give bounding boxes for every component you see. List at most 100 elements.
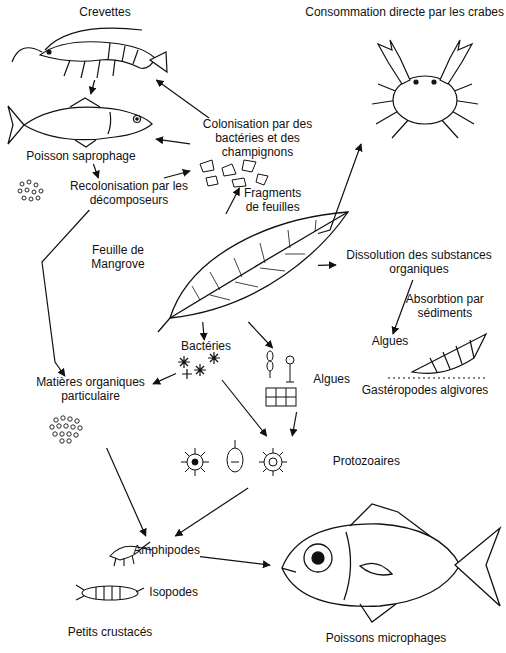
bacteria-symbols <box>208 352 220 364</box>
leaf-fragments <box>222 164 236 176</box>
protozoa-symbols <box>187 454 203 470</box>
particulate-matter <box>50 416 82 443</box>
flow-arrow <box>318 264 336 266</box>
isopod-drawing <box>82 586 138 600</box>
decomposer-dots <box>36 196 40 200</box>
organism-node: Recolonisation par les décomposeurs <box>14 178 194 210</box>
shrimp-drawing <box>150 52 167 72</box>
shrimp-drawing <box>12 28 167 78</box>
leaf-fragments <box>232 178 246 187</box>
organism-node: Algues <box>255 348 350 412</box>
protozoa-symbols <box>192 459 198 465</box>
node-label: Dissolution des substances organiques <box>344 249 494 277</box>
node-label: Bactéries <box>181 340 231 354</box>
algae-symbols <box>286 356 294 364</box>
organism-node: Matières organiques particulaire <box>28 376 153 448</box>
flow-arrow <box>42 210 89 376</box>
shrimp-drawing <box>47 50 51 54</box>
shrimp-drawing <box>108 43 138 64</box>
protozoa-symbols <box>259 448 287 476</box>
crab-drawing <box>372 40 478 138</box>
flow-arrow <box>200 557 270 565</box>
fish-drawing <box>8 106 24 144</box>
node-label: Algues <box>372 335 409 349</box>
microphage-fish <box>282 504 500 622</box>
decomposer-dots <box>29 197 33 201</box>
algae-symbols <box>266 388 296 406</box>
particulate-matter <box>75 419 79 423</box>
node-label: Isopodes <box>149 586 198 600</box>
isopod-drawing <box>76 585 144 600</box>
bacteria-symbols <box>194 364 206 376</box>
node-label: Amphipodes <box>133 544 200 558</box>
protozoa-symbols <box>264 453 282 471</box>
organism-node: Feuille de Mangrove <box>78 214 318 322</box>
gastropod-drawing <box>388 377 486 378</box>
mangrove-leaf <box>158 212 348 332</box>
flow-arrow <box>203 322 205 340</box>
node-label: Recolonisation par les décomposeurs <box>64 180 194 208</box>
decomposer-dots <box>22 196 26 200</box>
node-label: Feuille de Mangrove <box>78 244 158 272</box>
microphage-fish <box>282 524 460 606</box>
mangrove-leaf <box>192 220 316 300</box>
particulate-matter <box>61 416 65 420</box>
flow-arrow <box>91 80 95 94</box>
organism-node: Protozoaires <box>175 436 400 488</box>
decomposer-dots <box>25 188 29 192</box>
algae-symbols <box>270 371 271 378</box>
particulate-matter <box>68 417 72 421</box>
gastropod-drawing <box>430 340 474 372</box>
flow-arrow <box>226 188 240 214</box>
microphage-fish <box>455 528 500 606</box>
microphage-fish <box>360 604 396 622</box>
flow-arrow <box>153 374 176 384</box>
organism-node: Algues <box>368 334 412 350</box>
crab-drawing <box>440 40 472 84</box>
protozoa-symbols <box>231 440 239 462</box>
decomposer-dots <box>27 180 31 184</box>
protozoa-symbols <box>181 440 287 476</box>
fish-drawing <box>134 116 141 123</box>
microphage-fish <box>304 544 332 572</box>
protozoa-symbols <box>227 448 243 472</box>
fish-drawing <box>8 98 152 147</box>
flow-arrow <box>393 280 413 334</box>
crab-drawing <box>432 80 436 84</box>
protozoa-symbols <box>269 458 277 466</box>
flow-arrow <box>164 171 190 178</box>
organism-node: Crevettes <box>40 6 170 80</box>
particulate-matter <box>53 432 57 436</box>
flow-arrow <box>156 139 190 144</box>
crab-drawing <box>414 80 418 84</box>
mangrove-leaf <box>158 212 348 332</box>
bacteria-symbols <box>178 352 220 379</box>
particulate-matter <box>54 418 58 422</box>
fish-drawing <box>136 118 138 120</box>
shrimp-drawing <box>64 60 115 78</box>
flow-arrow <box>248 322 272 348</box>
decomposer-dots <box>20 182 24 186</box>
crab-drawing <box>378 40 410 84</box>
particulate-matter <box>50 425 54 429</box>
bacteria-symbols <box>178 356 190 368</box>
particulate-matter <box>78 426 82 430</box>
leaf-fragments <box>256 174 268 185</box>
organism-node: Dissolution des substances organiques <box>336 246 502 280</box>
organism-node: Poisson saprophage <box>6 94 156 164</box>
isopod-drawing <box>76 585 144 600</box>
fish-drawing <box>70 98 111 147</box>
algae-symbols <box>266 351 296 406</box>
flow-arrow <box>292 412 296 436</box>
node-label: Gastéropodes algivores <box>362 384 489 398</box>
organism-node: Amphipodes <box>105 536 200 566</box>
node-label: Matières organiques particulaire <box>31 376 151 404</box>
flow-arrow <box>175 488 248 536</box>
node-label: Colonisation par des bactéries et des ch… <box>193 118 323 159</box>
organism-node: Colonisation par des bactéries et des ch… <box>190 118 325 188</box>
leaf-fragments <box>206 176 218 186</box>
organism-node: Gastéropodes algivores <box>350 362 500 398</box>
flow-arrow <box>222 380 267 436</box>
microphage-fish <box>360 563 392 575</box>
group-label: Petits crustacés <box>55 626 165 640</box>
